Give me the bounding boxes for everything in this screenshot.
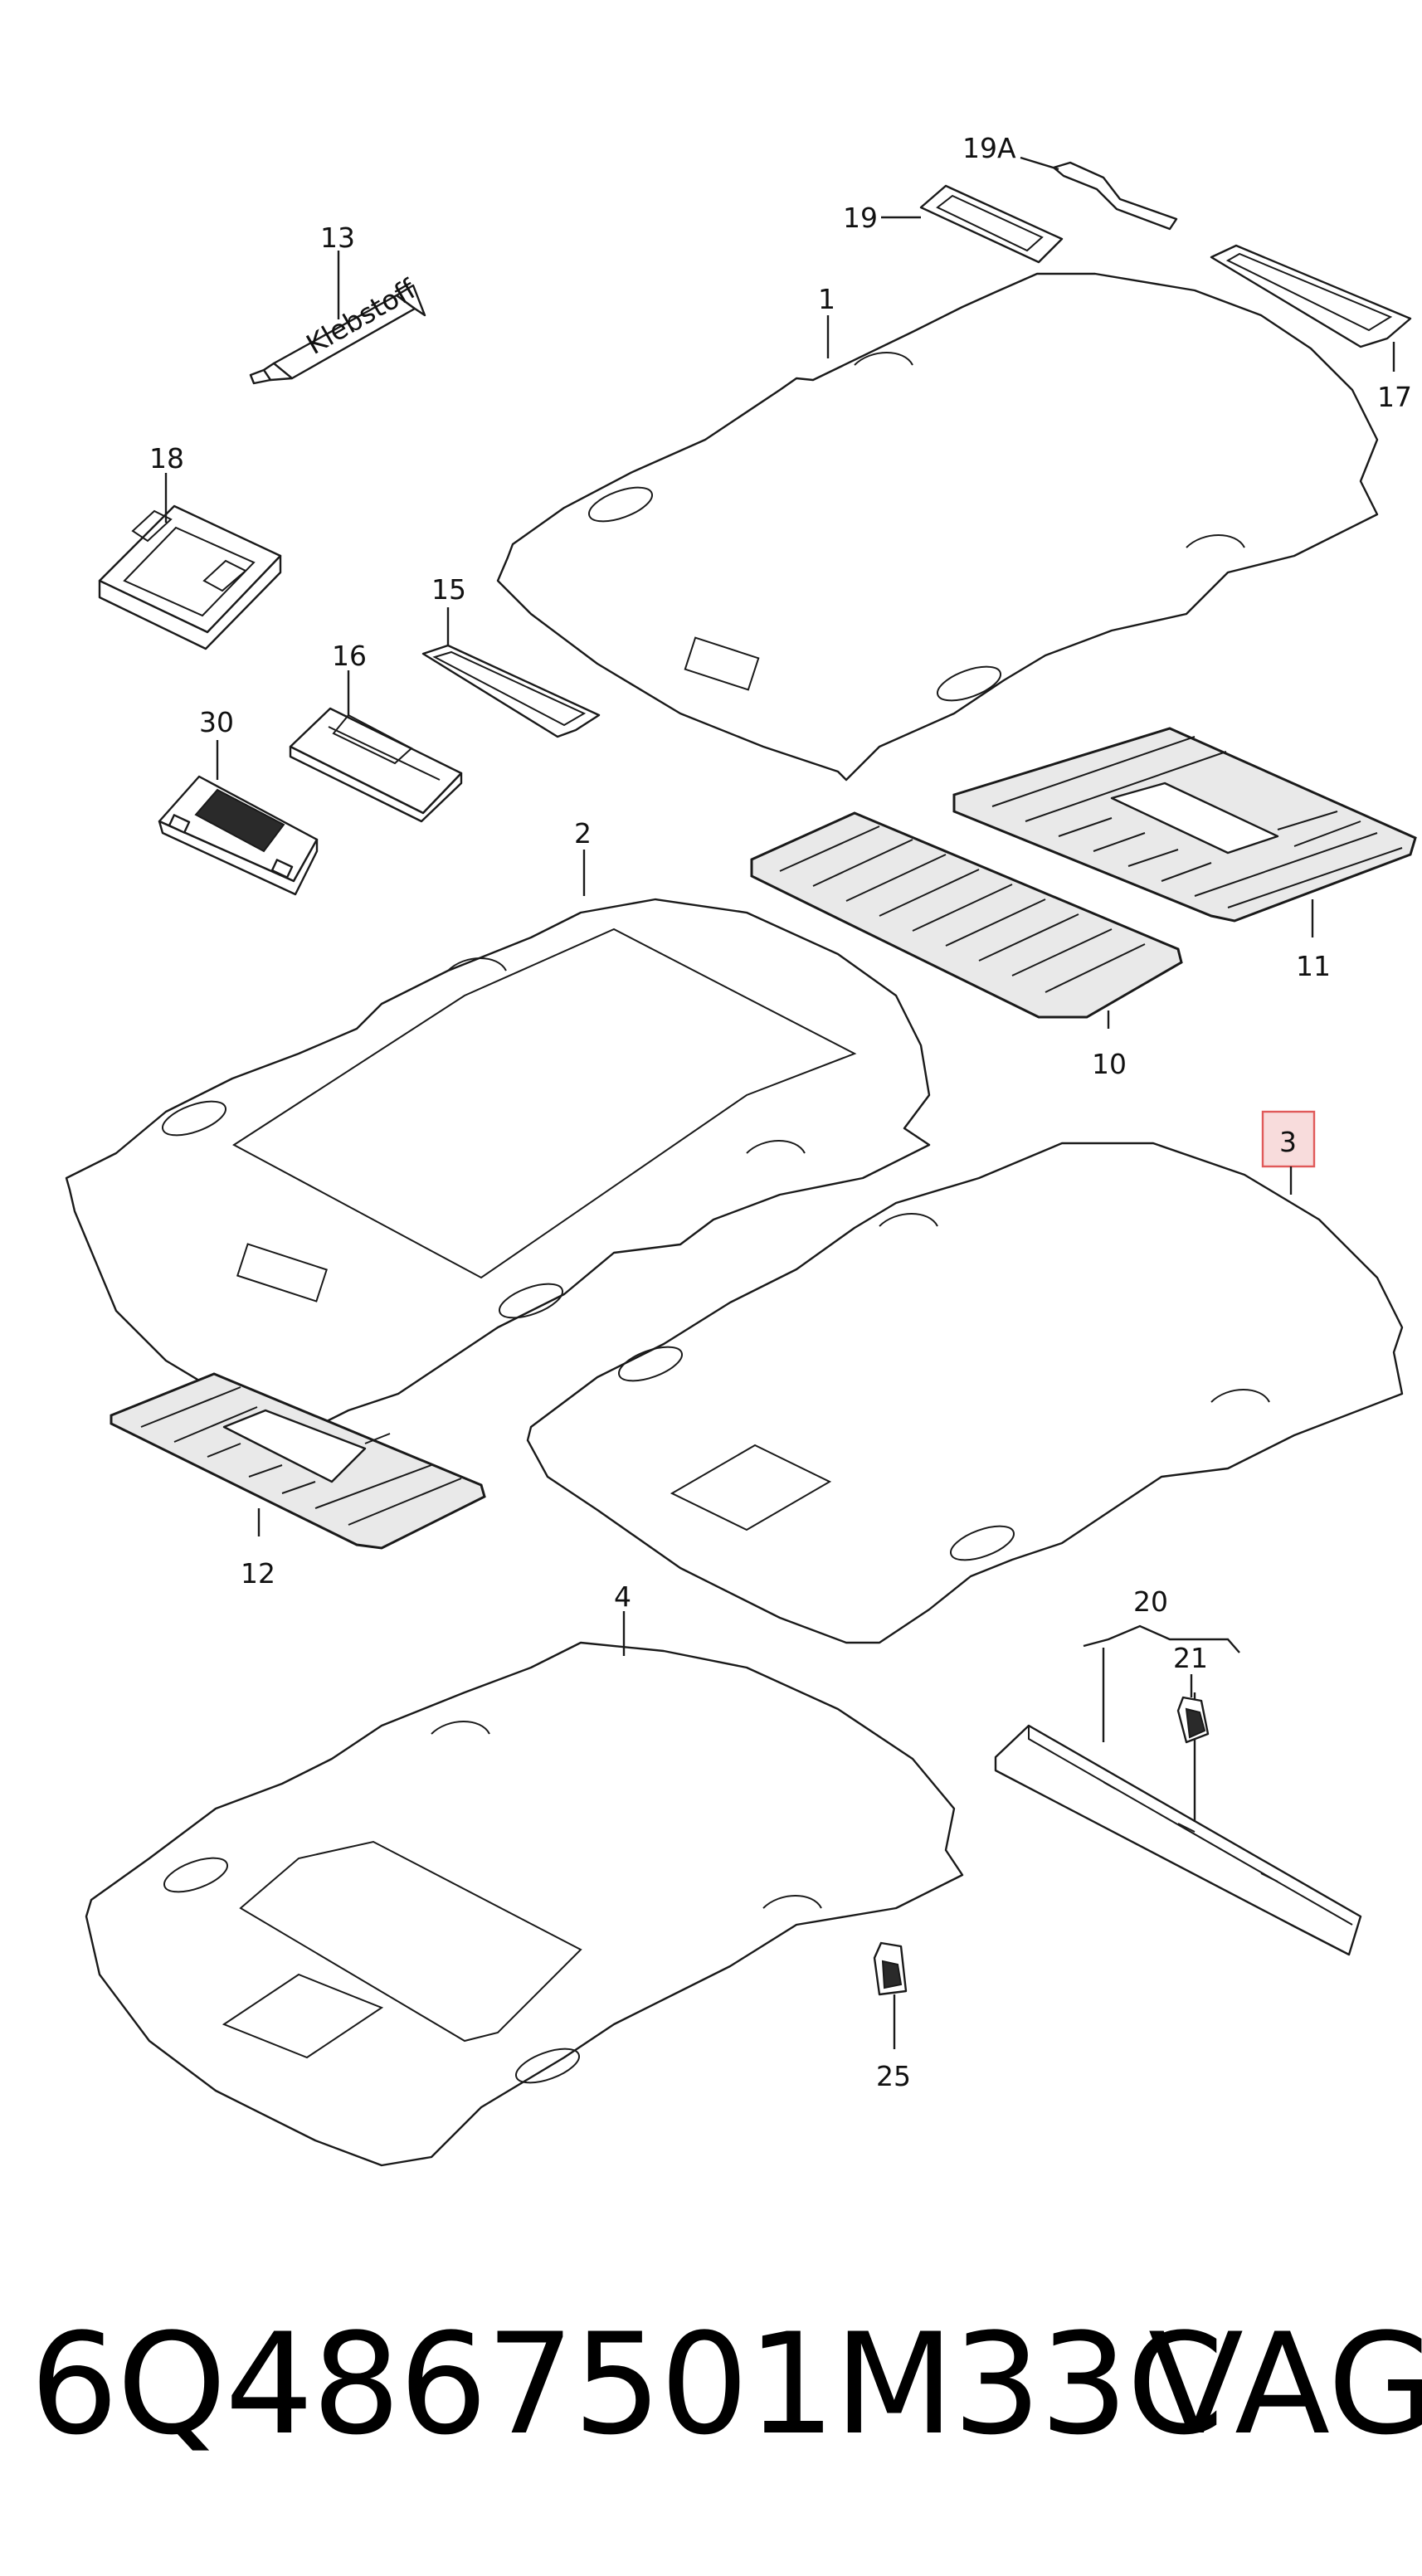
part-4-headliner-large-opening <box>85 1641 964 2167</box>
part-19a-strip <box>1052 161 1178 231</box>
part-20-bracket-strip <box>994 1724 1362 1956</box>
part-16-housing <box>289 707 463 823</box>
callout-11: 11 <box>1296 950 1331 982</box>
part-2-headliner-sunroof <box>65 898 931 1429</box>
callout-4: 4 <box>614 1580 631 1613</box>
callout-18: 18 <box>149 442 184 475</box>
part-number: 6Q4867501M33C <box>30 2303 1224 2466</box>
callout-13: 13 <box>320 222 355 254</box>
callout-19a: 19A <box>962 132 1016 164</box>
callout-20: 20 <box>1133 1585 1168 1618</box>
callout-21: 21 <box>1173 1642 1208 1674</box>
callout-15: 15 <box>431 573 466 606</box>
callout-3-highlight <box>1261 1110 1316 1168</box>
part-1-headliner <box>496 272 1379 782</box>
part-10-insulation-mat <box>750 811 1183 1019</box>
part-17-frame <box>1210 244 1412 348</box>
parts-diagram: Klebstoff 13 18 15 16 30 19 <box>65 132 1417 2167</box>
callout-30: 30 <box>199 706 234 738</box>
brand-label: VAG <box>1148 2303 1422 2466</box>
part-25-fastener <box>873 1941 908 1996</box>
callout-19: 19 <box>843 202 878 234</box>
callout-16: 16 <box>332 640 367 672</box>
callout-1: 1 <box>818 283 835 315</box>
callout-12: 12 <box>241 1557 275 1590</box>
callout-2: 2 <box>574 817 592 850</box>
callout-3: 3 <box>1279 1126 1297 1158</box>
part-15-frame <box>421 644 601 738</box>
part-19-bezel <box>919 184 1064 264</box>
tube-label: Klebstoff <box>301 272 422 361</box>
brace-20 <box>1083 1624 1240 1653</box>
callout-17: 17 <box>1377 381 1412 413</box>
part-3-headliner <box>526 1142 1404 1644</box>
part-11-insulation-mat <box>952 727 1417 923</box>
part-18-tray <box>98 504 282 650</box>
callout-25: 25 <box>876 2060 911 2092</box>
part-21-clip <box>1176 1696 1210 1744</box>
part-12-insulation-mat <box>110 1372 486 1550</box>
part-30-light-module <box>158 775 319 896</box>
callout-10: 10 <box>1092 1048 1127 1080</box>
leader-19a <box>1020 156 1059 171</box>
